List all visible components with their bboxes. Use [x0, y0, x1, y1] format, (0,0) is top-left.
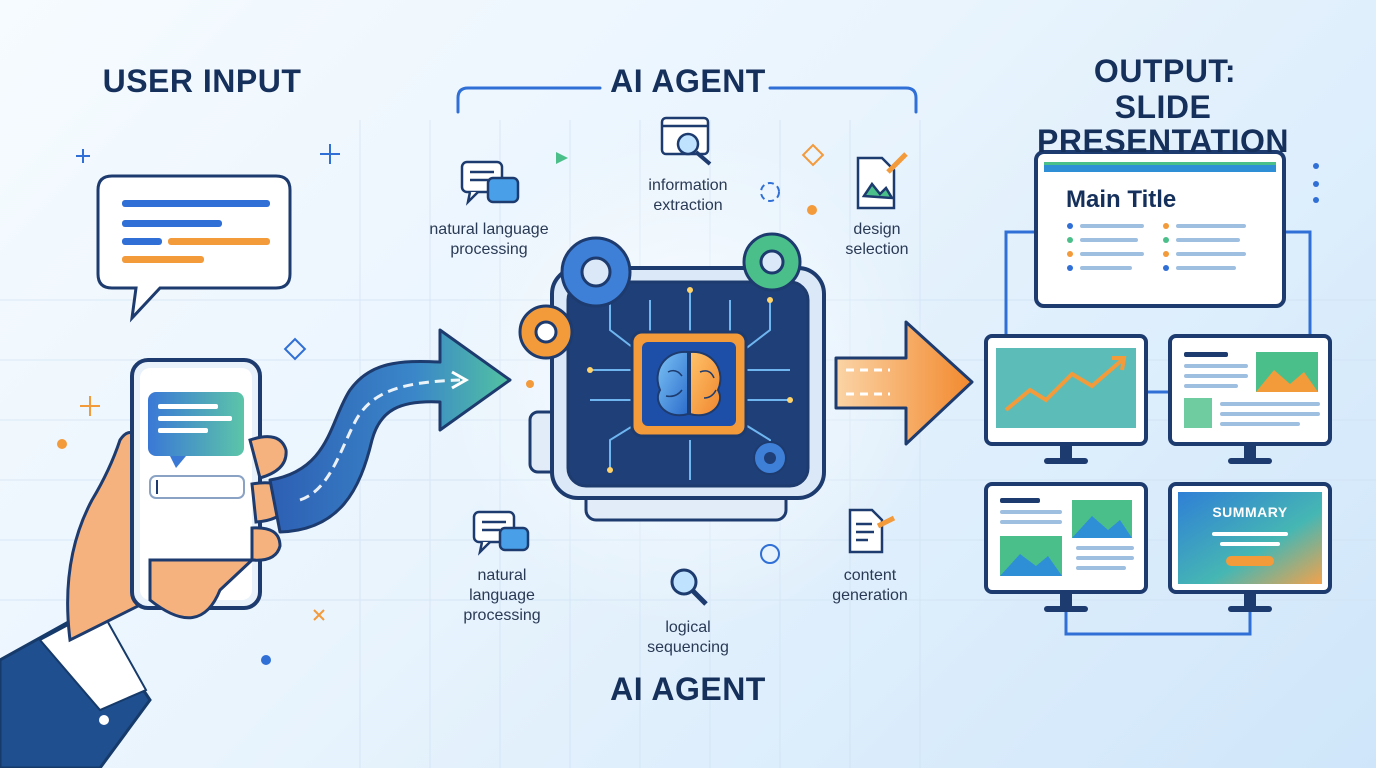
decorative-sparkles: [76, 143, 825, 621]
step-label-design-selection: design selection: [845, 221, 909, 258]
output-title-line1: OUTPUT:: [1093, 53, 1237, 89]
search-document-icon: [660, 116, 712, 166]
main-title-slide-heading: Main Title: [1066, 186, 1177, 213]
summary-slide-heading: SUMMARY: [1212, 504, 1288, 520]
user-input-title: USER INPUT: [102, 63, 302, 99]
gear-icon-green: [742, 232, 802, 292]
input-flow-arrow: [268, 328, 512, 534]
image-text-slide: [984, 482, 1148, 612]
gear-icon-blue: [560, 236, 632, 308]
ai-agent-top-title: AI AGENT: [610, 63, 766, 99]
gear-icon-orange: [518, 304, 574, 360]
speech-bubbles-icon: [460, 160, 520, 206]
writing-document-icon: [848, 508, 896, 554]
ai-agent-bottom-title: AI AGENT: [610, 671, 766, 707]
design-document-icon: [856, 152, 908, 210]
summary-slide: [1168, 482, 1332, 612]
chart-slide: [984, 334, 1148, 464]
ai-processor-icon: [518, 232, 826, 522]
text-image-slide: [1168, 334, 1332, 464]
step-label-content-generation: content generation: [832, 567, 908, 604]
ai-agent-bracket: [456, 86, 918, 114]
output-arrow: [834, 320, 974, 446]
slide-connectors: [1004, 230, 1312, 636]
magnifier-icon: [670, 568, 708, 606]
main-title-slide: [1034, 150, 1286, 308]
step-label-logical-sequencing: logical sequencing: [647, 619, 729, 656]
chat-bubble-icon: [96, 174, 292, 323]
step-label-information-extraction: information extraction: [648, 177, 728, 214]
output-title-line2: SLIDE PRESENTATION: [1037, 89, 1289, 159]
step-label-nlp-top: natural language processing: [429, 221, 549, 258]
hand-holding-phone-icon: [0, 358, 290, 768]
step-label-nlp-bottom: natural language processing: [463, 567, 541, 624]
speech-bubbles-icon-2: [472, 510, 530, 556]
gear-icon-small: [753, 441, 787, 475]
